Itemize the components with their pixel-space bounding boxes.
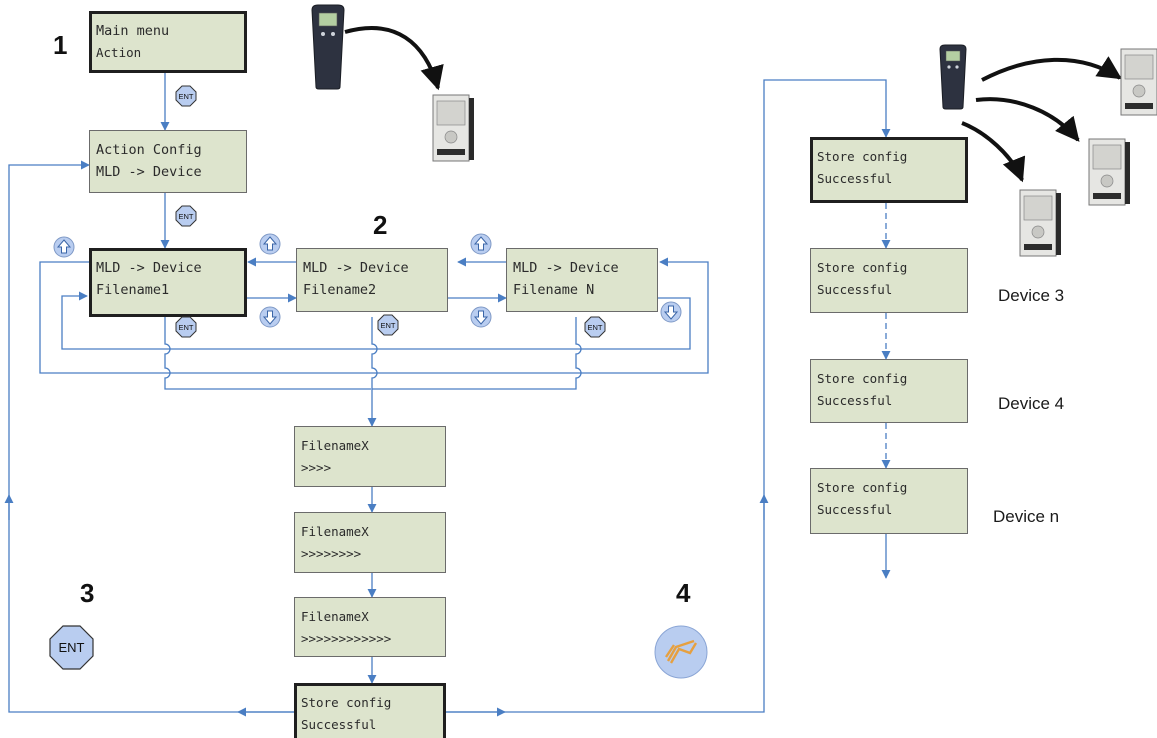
ent-icon: ENT [377,314,399,336]
ent-label: ENT [381,321,396,330]
down-arrow-button[interactable] [470,306,492,328]
lcd-line: FilenameX [301,438,369,453]
up-arrow-icon [259,233,281,255]
lcd-main-menu: Main menu Action [89,11,247,73]
lcd-line: Store config [817,480,908,495]
lcd-line: Filename N [513,282,595,298]
up-arrow-button[interactable] [259,233,281,255]
up-arrow-button[interactable] [470,233,492,255]
step-number-3: 3 [80,578,95,608]
lcd-line: Successful [817,171,893,186]
lcd-line: >>>>>>>>>>>> [301,631,392,646]
ent-icon: ENT [175,316,197,338]
lcd-line: MLD -> Device [303,260,409,276]
lcd-progress-2: FilenameX >>>>>>>> [294,512,446,573]
lcd-line: >>>> [301,460,332,475]
down-arrow-icon [470,306,492,328]
lcd-line: MLD -> Device [96,164,202,180]
keypad-device-icon [938,44,968,110]
ent-icon: ENT [49,625,94,670]
lcd-line: Successful [817,393,893,408]
up-arrow-icon [53,236,75,258]
drive-unit-icon [1018,188,1062,258]
lcd-line: Main menu [96,23,170,39]
down-arrow-icon [660,301,682,323]
ent-button[interactable]: ENT [175,85,197,107]
lcd-store-bottom: Store config Successful [294,683,446,738]
ent-button[interactable]: ENT [175,205,197,227]
lcd-line: Action [96,45,142,60]
down-arrow-button[interactable] [660,301,682,323]
ent-label: ENT [588,323,603,332]
lcd-line: Filename1 [96,282,170,298]
lcd-line: Filename2 [303,282,377,298]
device-label-3: Device 3 [998,286,1065,305]
drive-unit-icon [431,93,475,163]
lcd-line: Successful [817,502,893,517]
device-label-n: Device n [993,507,1060,526]
ent-button[interactable]: ENT [175,316,197,338]
ent-button[interactable]: ENT [377,314,399,336]
lcd-action-config: Action Config MLD -> Device [89,130,247,193]
step-number-2: 2 [373,210,388,240]
lcd-line: Successful [817,282,893,297]
up-arrow-icon [470,233,492,255]
lcd-store-3: Store config Successful [810,359,968,423]
ent-icon: ENT [175,205,197,227]
down-arrow-button[interactable] [259,306,281,328]
ent-icon: ENT [175,85,197,107]
ent-label: ENT [179,92,194,101]
lcd-line: Action Config [96,142,202,158]
lcd-line: Store config [817,371,908,386]
lcd-file-n: MLD -> Device Filename N [506,248,658,312]
lcd-progress-1: FilenameX >>>> [294,426,446,487]
ent-icon: ENT [584,316,606,338]
drive-unit-icon [1119,47,1157,117]
ent-button[interactable]: ENT [584,316,606,338]
lcd-line: MLD -> Device [96,260,202,276]
lcd-line: Successful [301,717,377,732]
lcd-line: FilenameX [301,524,369,539]
device-label-4: Device 4 [998,394,1065,413]
lcd-line: Store config [817,149,908,164]
ent-button-large[interactable]: ENT [49,625,94,670]
lcd-line: >>>>>>>> [301,546,362,561]
drive-unit-icon [1087,137,1131,207]
lcd-store-2: Store config Successful [810,248,968,313]
lcd-store-4: Store config Successful [810,468,968,534]
up-arrow-button[interactable] [53,236,75,258]
down-arrow-icon [259,306,281,328]
lcd-store-1: Store config Successful [810,137,968,203]
lcd-line: FilenameX [301,609,369,624]
lcd-progress-3: FilenameX >>>>>>>>>>>> [294,597,446,657]
ent-label: ENT [179,323,194,332]
lcd-file-2: MLD -> Device Filename2 [296,248,448,312]
keypad-device-icon [309,4,347,90]
step-number-4: 4 [676,578,691,608]
step-number-1: 1 [53,30,68,60]
lcd-line: Store config [817,260,908,275]
ent-label: ENT [179,212,194,221]
lcd-file-1: MLD -> Device Filename1 [89,248,247,317]
pc-link-icon[interactable] [654,625,708,679]
lcd-line: Store config [301,695,392,710]
lcd-line: MLD -> Device [513,260,619,276]
ent-label: ENT [59,640,85,655]
